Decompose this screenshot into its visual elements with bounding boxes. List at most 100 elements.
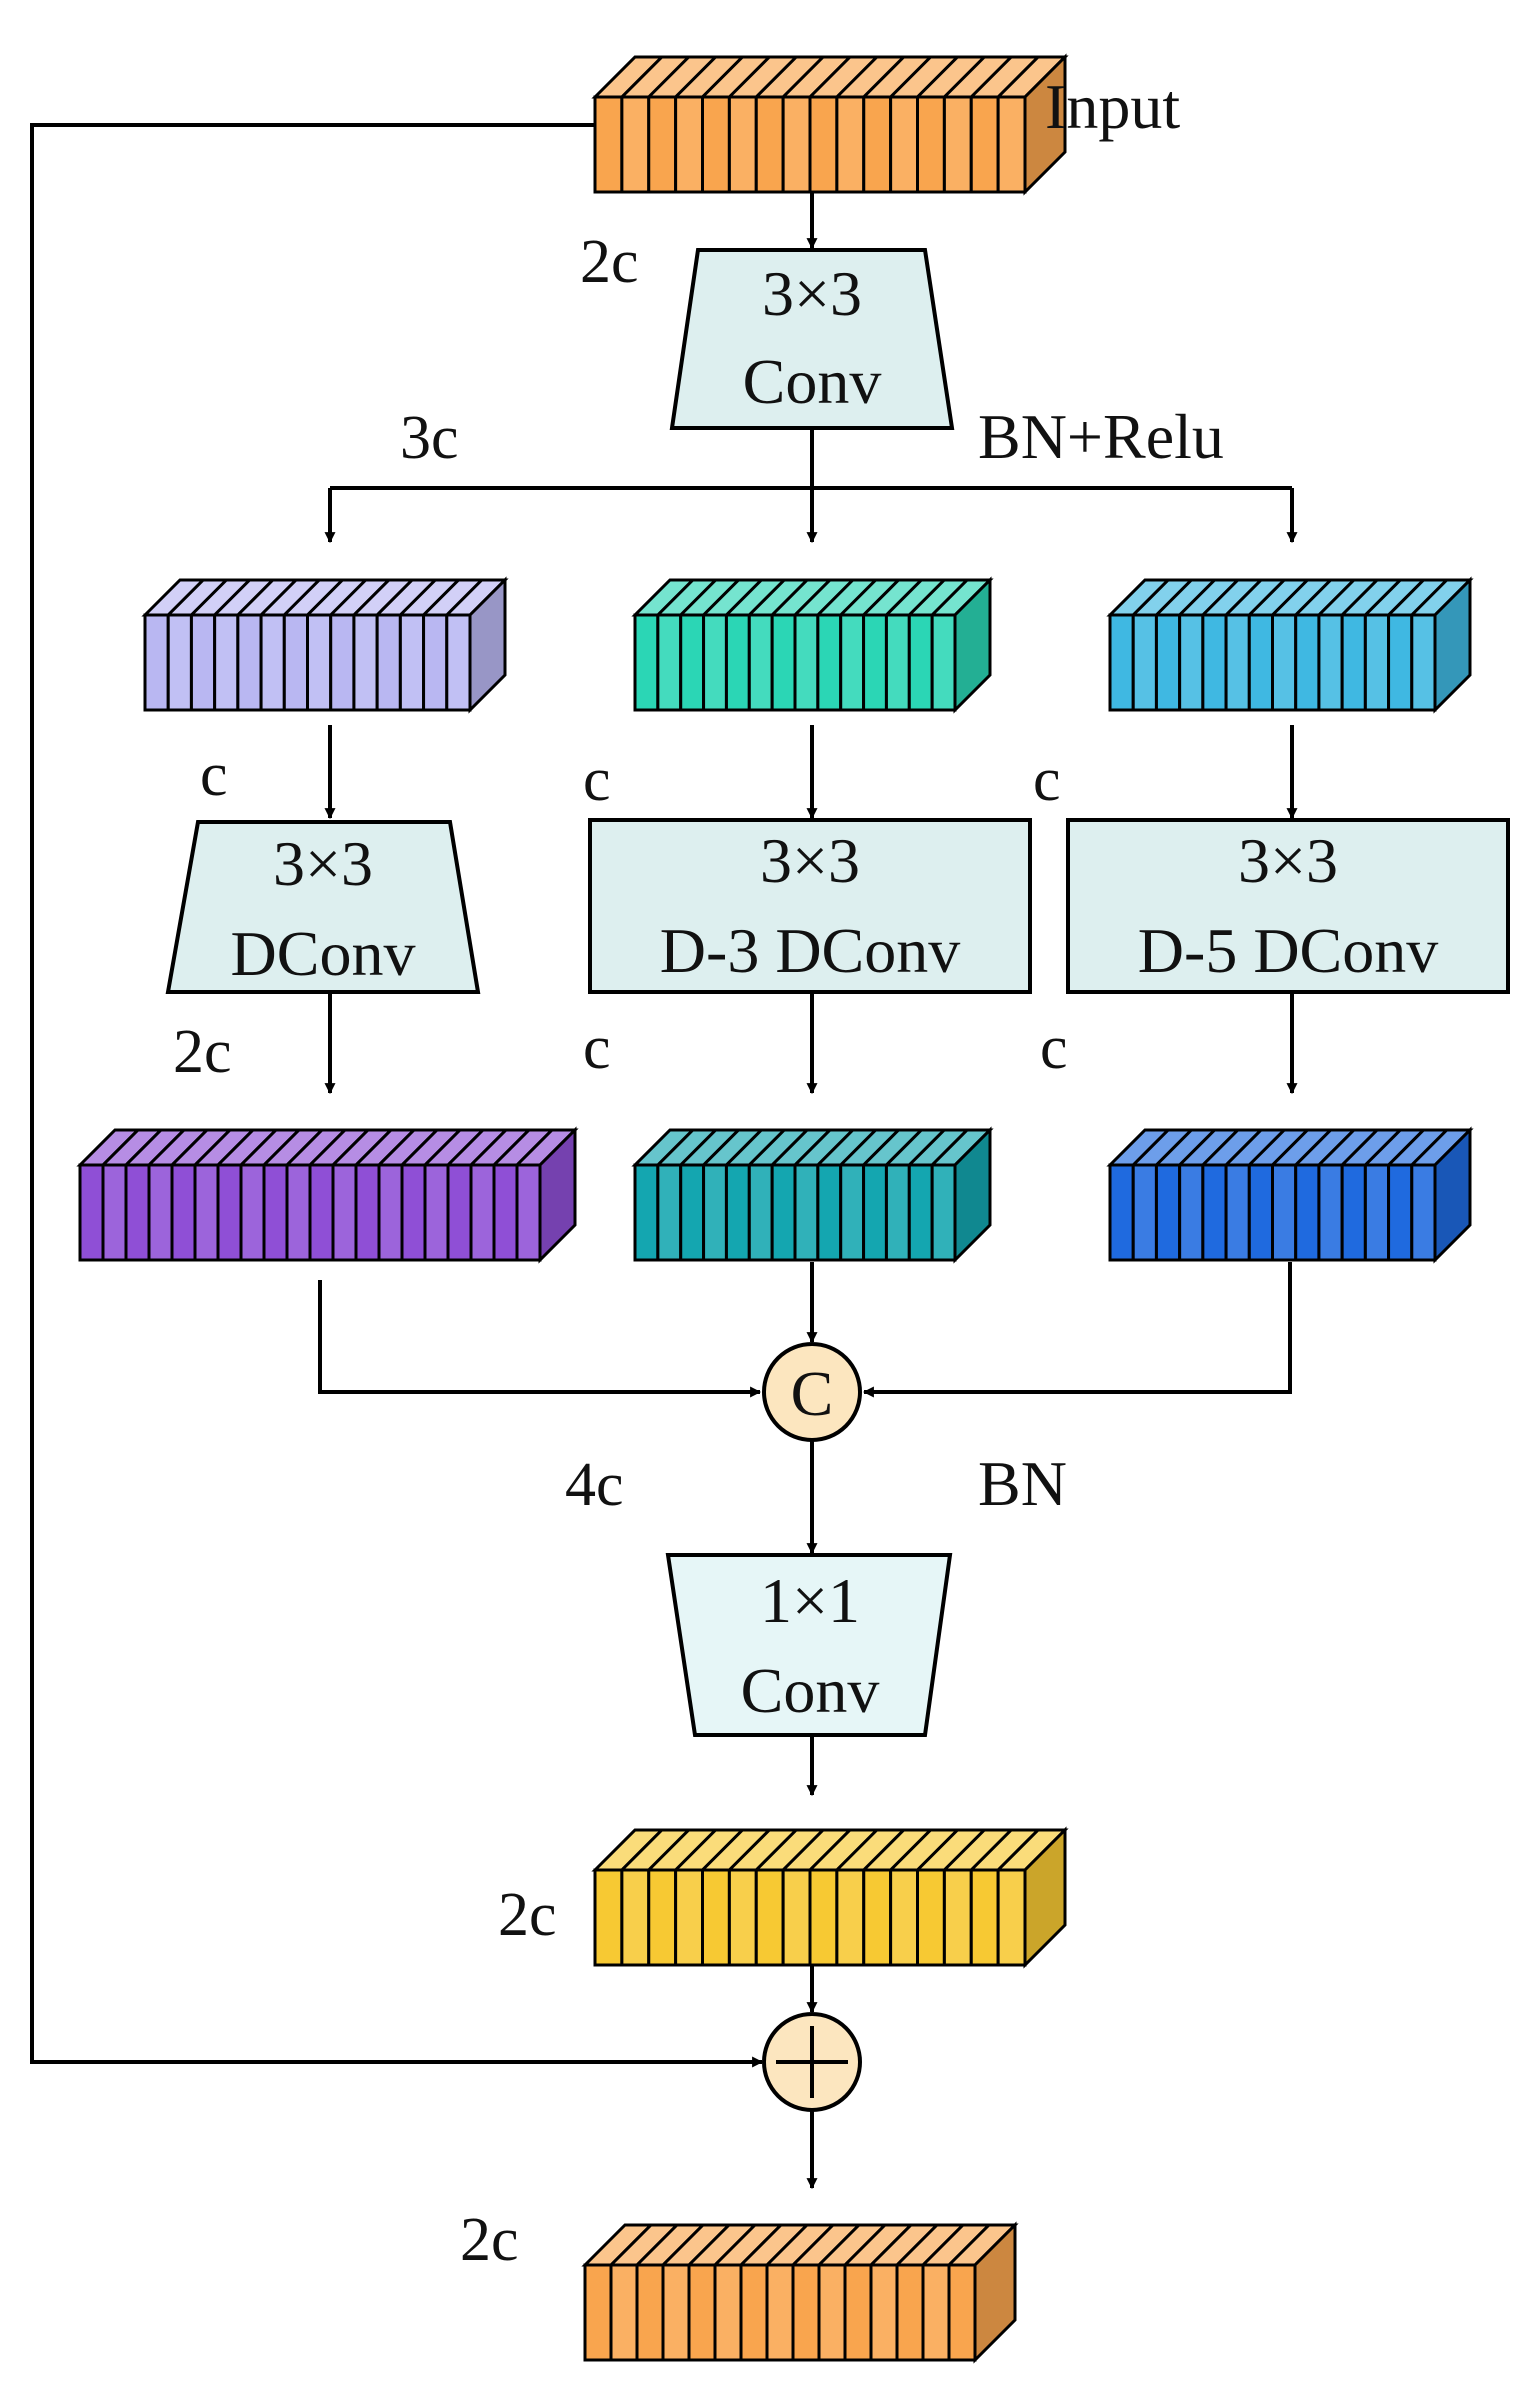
feature-block-blue-dark-slice xyxy=(1247,1163,1275,1262)
feature-block-sky-side-face xyxy=(1433,576,1472,714)
feature-block-blue-dark-side-face xyxy=(1433,1126,1472,1264)
feature-block-teal-dark-slice xyxy=(907,1163,934,1262)
feature-block-teal-light-slice xyxy=(747,613,774,712)
edge-purple-dark-to-concat xyxy=(318,1280,762,1398)
dconv-op: 3×3 DConv xyxy=(165,820,481,994)
feature-block-teal-dark-slice xyxy=(747,1163,774,1262)
feature-block-blue-dark xyxy=(1106,1126,1474,1264)
feature-block-purple-dark-slice xyxy=(354,1163,381,1262)
d5-dconv-line2: D-5 DConv xyxy=(1138,915,1438,986)
feature-block-sky-slice xyxy=(1294,613,1321,712)
feature-block-teal-light-slice xyxy=(679,613,706,712)
feature-block-yellow-slice xyxy=(701,1868,731,1967)
feature-block-teal-dark-slice xyxy=(656,1163,683,1262)
feature-block-purple-dark-slice xyxy=(492,1163,519,1262)
feature-block-teal-dark-slice xyxy=(633,1163,660,1262)
output-feature-block-slice xyxy=(583,2263,613,2362)
conv-3x3-trapezoid xyxy=(669,248,955,430)
feature-block-purple-light-slice xyxy=(236,613,263,712)
feature-block-sky-slice xyxy=(1340,613,1367,712)
edge-skip-connection xyxy=(30,123,764,2068)
feature-block-purple-light-slice xyxy=(213,613,240,712)
input-feature-block-side-face xyxy=(1023,53,1067,196)
concat-symbol: C xyxy=(791,1358,834,1429)
output-feature-block-slice xyxy=(713,2263,743,2362)
feature-block-purple-dark-slice xyxy=(170,1163,197,1262)
feature-block-purple-light-slice xyxy=(352,613,379,712)
output-feature-block-slice xyxy=(765,2263,795,2362)
feature-block-sky-slice xyxy=(1410,613,1437,712)
feature-block-teal-dark-slice xyxy=(930,1163,957,1262)
feature-block-purple-dark-slice xyxy=(308,1163,335,1262)
feature-block-yellow-slice xyxy=(674,1868,704,1967)
feature-block-purple-dark xyxy=(76,1126,579,1264)
feature-block-teal-light-slice xyxy=(862,613,888,712)
feature-block-teal-light-slice xyxy=(816,613,843,712)
bn-label: BN xyxy=(978,1448,1067,1519)
feature-block-yellow-slice xyxy=(835,1868,866,1967)
dconv-trapezoid xyxy=(165,820,481,994)
input-feature-block-slice xyxy=(647,95,678,194)
feature-block-teal-dark-slice xyxy=(679,1163,706,1262)
feature-block-sky-slice xyxy=(1271,613,1298,712)
d5-dconv-op: 3×3 D-5 DConv xyxy=(1066,818,1510,994)
feature-block-teal-dark-slice xyxy=(884,1163,911,1262)
feature-block-purple-light-slice xyxy=(166,613,193,712)
d5-dconv-box xyxy=(1066,818,1510,994)
feature-block-sky-slice xyxy=(1154,613,1182,712)
feature-block-teal-dark-slice xyxy=(816,1163,843,1262)
feature-block-teal-dark-slice xyxy=(770,1163,797,1262)
concat-node: C xyxy=(762,1342,862,1442)
output-feature-block-slice xyxy=(921,2263,951,2362)
feature-block-teal-light-slice xyxy=(724,613,751,712)
feature-block-yellow-slice xyxy=(916,1868,946,1967)
feature-block-blue-dark-slice xyxy=(1108,1163,1135,1262)
feature-block-sky-slice xyxy=(1224,613,1251,712)
feature-block-purple-light-slice xyxy=(422,613,449,712)
dconv-line1: 3×3 xyxy=(273,828,373,899)
feature-block-purple-dark-slice xyxy=(147,1163,174,1262)
conv-1x1-line2: Conv xyxy=(741,1655,880,1726)
dconv-line2: DConv xyxy=(231,918,416,989)
feature-block-purple-light-slice xyxy=(143,613,170,712)
output-feature-block-slice xyxy=(739,2263,769,2362)
feature-block-teal-light-slice xyxy=(884,613,911,712)
d3-dconv-op: 3×3 D-3 DConv xyxy=(588,818,1032,994)
input-feature-block-slice xyxy=(862,95,893,194)
d3-dconv-line1: 3×3 xyxy=(760,825,860,896)
feature-block-blue-dark-slice xyxy=(1154,1163,1182,1262)
channel-label-2c-out: 2c xyxy=(460,2206,519,2274)
feature-block-blue-dark-slice xyxy=(1178,1163,1205,1262)
feature-block-purple-light-slice xyxy=(189,613,217,712)
input-feature-block-slice xyxy=(620,95,651,194)
d5-dconv-line1: 3×3 xyxy=(1238,825,1338,896)
feature-block-purple-dark-slice xyxy=(239,1163,266,1262)
feature-block-teal-dark xyxy=(631,1126,994,1264)
feature-block-purple-light-slice xyxy=(259,613,286,712)
feature-block-teal-light-slice xyxy=(702,613,728,712)
input-label: Input xyxy=(1045,71,1180,142)
channel-label-2c-left: 2c xyxy=(173,1018,232,1086)
feature-block-sky-slice xyxy=(1108,613,1135,712)
feature-block-purple-dark-slice xyxy=(331,1163,358,1262)
feature-block-yellow-slice xyxy=(593,1868,624,1967)
feature-block-teal-dark-slice xyxy=(724,1163,751,1262)
feature-block-teal-light-slice xyxy=(793,613,820,712)
feature-block-blue-dark-slice xyxy=(1387,1163,1414,1262)
feature-block-blue-dark-slice xyxy=(1201,1163,1228,1262)
output-feature-block-slice xyxy=(661,2263,691,2362)
feature-block-yellow-slice xyxy=(889,1868,919,1967)
feature-block-teal-dark-side-face xyxy=(953,1126,992,1264)
feature-block-teal-light-slice xyxy=(907,613,934,712)
input-feature-block-slice xyxy=(942,95,973,194)
output-feature-block-slice xyxy=(895,2263,925,2362)
feature-block-yellow-slice xyxy=(781,1868,812,1967)
output-feature-block-side-face xyxy=(973,2221,1017,2364)
feature-block-sky-slice xyxy=(1387,613,1414,712)
feature-block-teal-dark-slice xyxy=(839,1163,866,1262)
input-feature-block-slice xyxy=(754,95,785,194)
feature-block-purple-dark-slice xyxy=(515,1163,542,1262)
conv-1x1-trapezoid xyxy=(665,1553,953,1737)
feature-block-purple-light-slice xyxy=(398,613,426,712)
